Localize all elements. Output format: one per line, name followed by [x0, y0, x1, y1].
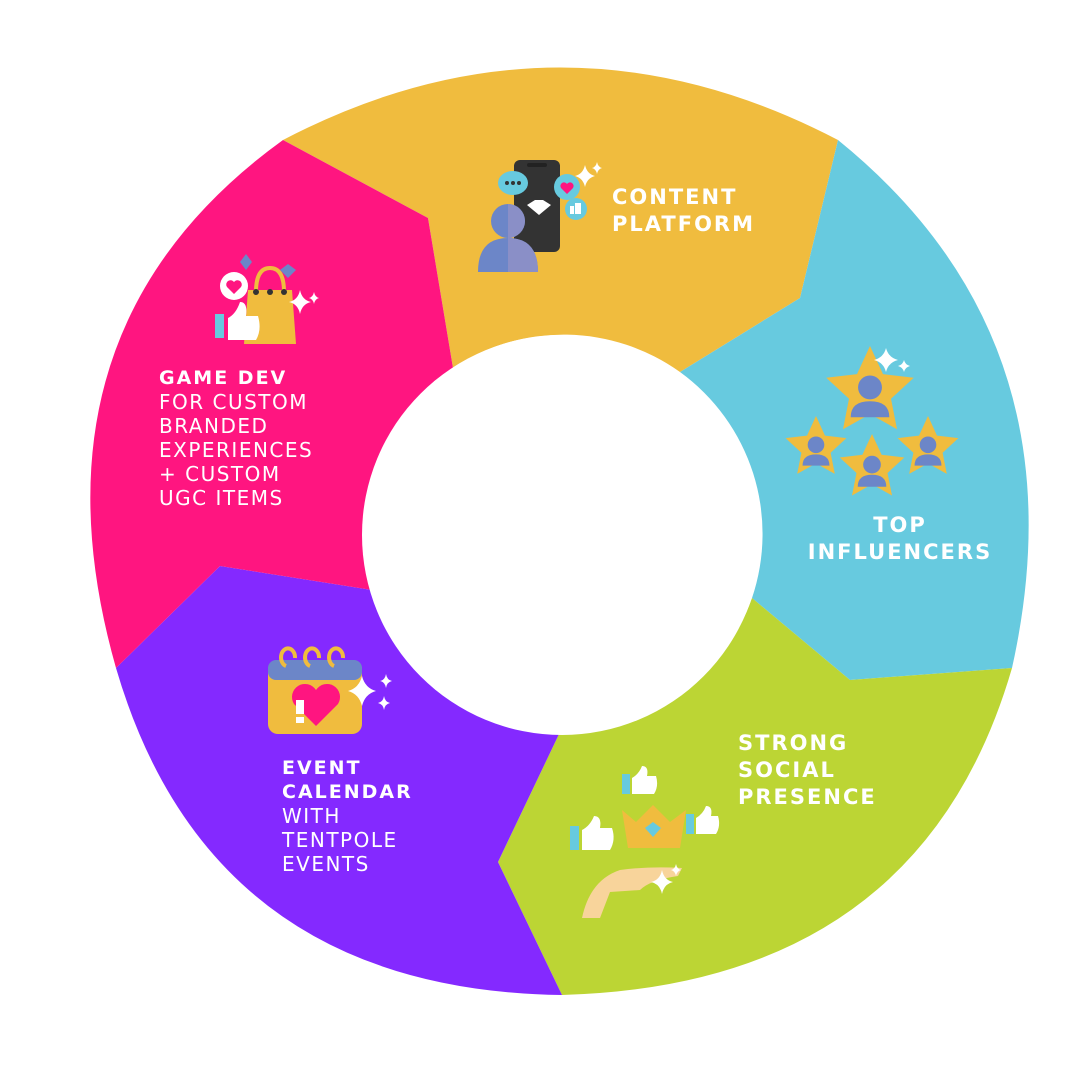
star-people-icon	[785, 346, 959, 496]
label-content-platform: CONTENT PLATFORM	[612, 184, 812, 238]
segment-title: SOCIAL	[738, 758, 836, 782]
phone-person-icon	[478, 160, 602, 272]
person-body	[802, 454, 830, 466]
segment-subtitle: EXPERIENCES	[159, 438, 314, 462]
label-strong-social-presence: STRONG SOCIAL PRESENCE	[738, 730, 958, 811]
label-event-calendar: EVENT CALENDAR WITH TENTPOLE EVENTS	[282, 756, 482, 876]
segment-subtitle: EVENTS	[282, 852, 370, 876]
segment-title: PLATFORM	[612, 212, 755, 236]
segment-title: CONTENT	[612, 185, 738, 209]
person-head	[863, 455, 881, 474]
person-head	[807, 436, 825, 454]
segment-title: EVENT	[282, 757, 362, 779]
person-body	[857, 474, 887, 487]
sparkle-icon	[898, 360, 910, 372]
segment-subtitle: BRANDED	[159, 414, 269, 438]
segment-title: INFLUENCERS	[807, 540, 993, 564]
center-hole	[362, 335, 762, 735]
segment-subtitle: WITH	[282, 804, 341, 828]
label-top-influencers: TOP INFLUENCERS	[780, 512, 1020, 566]
segment-subtitle: FOR CUSTOM	[159, 390, 309, 414]
person-body	[850, 401, 890, 418]
segment-subtitle: + CUSTOM	[159, 462, 281, 486]
segment-title: STRONG	[738, 731, 849, 755]
calendar-heart-icon	[268, 646, 392, 734]
person-body	[914, 454, 942, 466]
segment-event-calendar	[116, 566, 562, 995]
segment-title: PRESENCE	[738, 785, 877, 809]
person-head	[919, 436, 937, 454]
sparkle-icon	[874, 348, 898, 372]
segment-strong-social-presence	[498, 598, 1012, 995]
label-game-dev: GAME DEV FOR CUSTOM BRANDED EXPERIENCES …	[159, 366, 369, 510]
crown-hand-icon	[570, 766, 720, 918]
shopping-bag-icon	[215, 254, 319, 344]
segment-content-platform	[283, 67, 838, 372]
segment-subtitle: TENTPOLE	[282, 828, 398, 852]
segment-title: CALENDAR	[282, 781, 413, 803]
segment-title: TOP	[873, 513, 927, 537]
segment-subtitle: UGC ITEMS	[159, 486, 284, 510]
segment-title: GAME DEV	[159, 367, 288, 389]
person-head	[858, 375, 882, 400]
